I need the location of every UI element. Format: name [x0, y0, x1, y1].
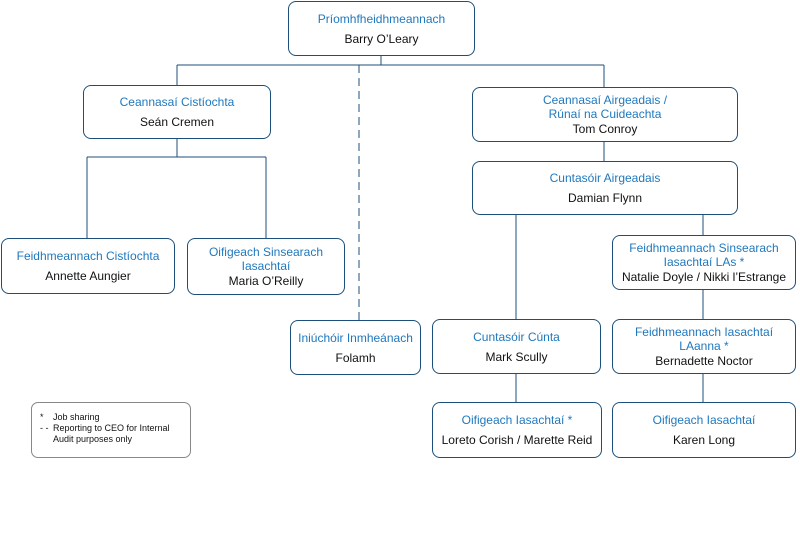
- node-financial-controller: Ceannasaí Cistíochta Seán Cremen: [83, 85, 271, 139]
- legend-text: Job sharing: [53, 412, 100, 422]
- legend-row-dashed: - - Reporting to CEO for Internal Audit …: [40, 423, 182, 445]
- node-lending-officer: Oifigeach Iasachtaí Karen Long: [612, 402, 796, 458]
- node-name: Damian Flynn: [567, 191, 643, 205]
- node-name: Annette Aungier: [45, 269, 131, 283]
- connector-treasury-branch: [86, 139, 267, 238]
- connector-accountant-branch: [515, 215, 704, 319]
- node-head-finance-secretary: Ceannasaí Airgeadais / Rúnaí na Cuideach…: [472, 87, 738, 142]
- node-role: Oifigeach Iasachtaí: [652, 413, 756, 427]
- legend-symbol: *: [40, 412, 44, 422]
- node-role: Feidhmeannach Iasachtaí LAanna *: [634, 325, 774, 353]
- node-accountant: Cuntasóir Airgeadais Damian Flynn: [472, 161, 738, 215]
- node-lending-exec-laanna: Feidhmeannach Iasachtaí LAanna * Bernade…: [612, 319, 796, 374]
- node-name: Seán Cremen: [139, 115, 215, 129]
- node-name: Loreto Corish / Marette Reid: [441, 433, 593, 447]
- node-name: Karen Long: [672, 433, 736, 447]
- node-role: Cuntasóir Airgeadais: [549, 171, 661, 185]
- node-internal-auditor: Iniúchóir Inmheánach Folamh: [290, 320, 421, 375]
- node-ceo: Príomhfheidhmeannach Barry O’Leary: [288, 1, 475, 56]
- node-name: Tom Conroy: [572, 122, 638, 136]
- node-role: Oifigeach Sinsearach Iasachtaí: [208, 245, 324, 273]
- node-name: Folamh: [335, 350, 376, 365]
- legend-symbol: - -: [40, 423, 49, 433]
- node-role: Príomhfheidhmeannach: [317, 11, 446, 26]
- node-treasury-executive: Feidhmeannach Cistíochta Annette Aungier: [1, 238, 175, 294]
- node-role: Iniúchóir Inmheánach: [298, 330, 413, 345]
- legend-text: Reporting to CEO for Internal Audit purp…: [53, 423, 170, 444]
- node-name: Mark Scully: [485, 349, 548, 364]
- legend-row-job-sharing: * Job sharing: [40, 412, 182, 423]
- legend: * Job sharing - - Reporting to CEO for I…: [31, 402, 191, 458]
- node-lending-officer-shared: Oifigeach Iasachtaí * Loreto Corish / Ma…: [432, 402, 602, 458]
- node-role: Feidhmeannach Sinsearach Iasachtaí LAs *: [629, 241, 779, 269]
- node-role: Ceannasaí Airgeadais / Rúnaí na Cuideach…: [542, 93, 668, 121]
- node-name: Bernadette Noctor: [655, 354, 753, 368]
- node-name: Natalie Doyle / Nikki l’Estrange: [621, 270, 787, 284]
- node-senior-lending-officer: Oifigeach Sinsearach Iasachtaí Maria O’R…: [187, 238, 345, 295]
- node-senior-lending-exec-las: Feidhmeannach Sinsearach Iasachtaí LAs *…: [612, 235, 796, 290]
- node-assistant-accountant: Cuntasóir Cúnta Mark Scully: [432, 319, 601, 374]
- node-role: Ceannasaí Cistíochta: [119, 95, 235, 109]
- node-name: Barry O’Leary: [344, 31, 419, 46]
- node-role: Oifigeach Iasachtaí *: [461, 413, 573, 427]
- connector-ceo-bus: [176, 56, 605, 87]
- node-role: Feidhmeannach Cistíochta: [16, 249, 160, 263]
- node-role: Cuntasóir Cúnta: [473, 329, 560, 344]
- node-name: Maria O’Reilly: [228, 274, 304, 288]
